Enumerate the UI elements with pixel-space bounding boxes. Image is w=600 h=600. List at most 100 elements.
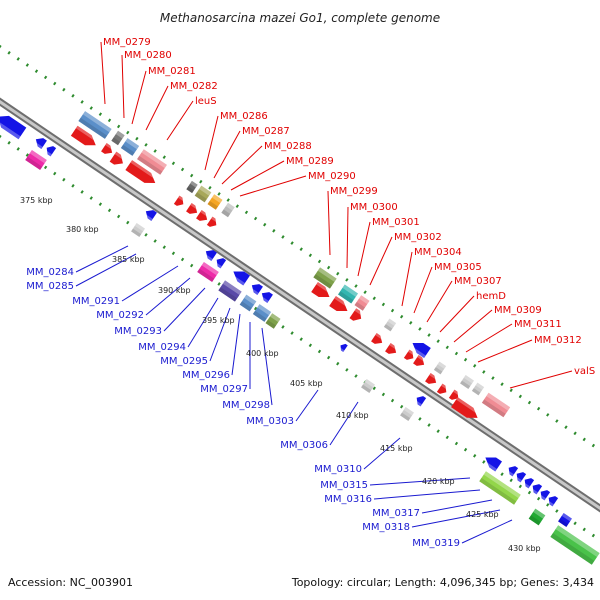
gene-box bbox=[25, 149, 47, 171]
gene-box bbox=[479, 471, 521, 505]
kbp-label: 415 kbp bbox=[380, 444, 413, 453]
gene-box bbox=[528, 508, 546, 526]
gene-arrow bbox=[371, 333, 383, 344]
gene-box bbox=[354, 295, 370, 311]
kbp-label: 405 kbp bbox=[290, 379, 323, 388]
gene-label: MM_0312 bbox=[534, 335, 582, 346]
leader-line bbox=[421, 499, 493, 514]
gene-box bbox=[383, 318, 397, 332]
gene-label: MM_0311 bbox=[514, 319, 562, 330]
gene-arrow bbox=[548, 496, 559, 507]
gene-arrow bbox=[145, 210, 157, 221]
gene-label: MM_0285 bbox=[26, 281, 74, 292]
gene-label: MM_0293 bbox=[114, 326, 162, 337]
gene-arrow bbox=[448, 389, 459, 400]
gene-label: MM_0294 bbox=[138, 342, 186, 353]
gene-label: MM_0282 bbox=[170, 81, 218, 92]
kbp-label: 375 kbp bbox=[20, 196, 53, 205]
leader-line bbox=[357, 221, 371, 277]
leader-line bbox=[100, 41, 106, 105]
gene-arrow bbox=[0, 115, 27, 140]
genome-backbone bbox=[0, 97, 600, 513]
leader-line bbox=[369, 236, 393, 286]
gene-label: MM_0309 bbox=[494, 305, 542, 316]
leader-line bbox=[145, 85, 169, 131]
kbp-label: 400 kbp bbox=[246, 349, 279, 358]
lower-ruler-line bbox=[0, 134, 600, 542]
leader-line bbox=[477, 339, 533, 363]
gene-box bbox=[400, 407, 414, 421]
gene-box bbox=[460, 375, 474, 389]
leader-line bbox=[329, 401, 359, 446]
leader-line bbox=[187, 297, 219, 348]
gene-arrow bbox=[425, 373, 437, 384]
gene-arrow bbox=[508, 466, 519, 477]
gene-arrow bbox=[340, 343, 348, 352]
gene-label: MM_0310 bbox=[314, 464, 362, 475]
leader-line bbox=[439, 295, 475, 333]
gene-label: MM_0289 bbox=[286, 156, 334, 167]
gene-arrow bbox=[186, 203, 198, 214]
leader-line bbox=[461, 519, 513, 544]
leader-line bbox=[261, 327, 273, 406]
gene-arrow bbox=[216, 258, 227, 269]
leader-line bbox=[204, 115, 219, 171]
leader-line bbox=[327, 190, 331, 256]
leader-line bbox=[411, 509, 501, 528]
gene-label: MM_0281 bbox=[148, 66, 196, 77]
gene-arrow bbox=[451, 397, 478, 418]
gene-box bbox=[120, 138, 140, 156]
leader-line bbox=[373, 489, 481, 500]
gene-arrow bbox=[261, 292, 273, 303]
gene-label: MM_0288 bbox=[264, 141, 312, 152]
leader-line bbox=[363, 437, 401, 470]
gene-arrow bbox=[46, 146, 57, 157]
gene-arrow bbox=[349, 308, 362, 321]
gene-arrow bbox=[516, 472, 527, 483]
gene-arrow bbox=[233, 271, 250, 286]
gene-label: MM_0291 bbox=[72, 296, 120, 307]
gene-label: MM_0305 bbox=[434, 262, 482, 273]
leader-line bbox=[131, 70, 147, 125]
gene-arrow bbox=[403, 349, 414, 360]
leader-line bbox=[426, 280, 453, 323]
gene-label: MM_0279 bbox=[103, 37, 151, 48]
leader-line bbox=[121, 265, 179, 302]
gene-box bbox=[252, 304, 272, 322]
gene-label: MM_0297 bbox=[200, 384, 248, 395]
kbp-label: 410 kbp bbox=[336, 411, 369, 420]
gene-box bbox=[194, 185, 212, 203]
gene-box bbox=[313, 267, 337, 289]
gene-arrow bbox=[35, 138, 47, 149]
gene-label: MM_0287 bbox=[242, 126, 290, 137]
gene-box bbox=[471, 382, 485, 396]
gene-label: MM_0306 bbox=[280, 440, 328, 451]
gene-box bbox=[558, 513, 572, 527]
gene-arrow bbox=[251, 284, 263, 295]
gene-box bbox=[221, 202, 235, 218]
accession-text: Accession: NC_003901 bbox=[8, 576, 133, 589]
label-leaders bbox=[75, 41, 573, 544]
gene-label: hemD bbox=[476, 291, 506, 302]
kbp-label: 395 kbp bbox=[202, 316, 235, 325]
gene-arrow bbox=[385, 343, 397, 354]
kbp-label: 430 kbp bbox=[508, 544, 541, 553]
leader-line bbox=[453, 309, 493, 343]
gene-label: MM_0300 bbox=[350, 202, 398, 213]
leader-line bbox=[121, 54, 125, 119]
gene-label: MM_0301 bbox=[372, 217, 420, 228]
gene-label: MM_0298 bbox=[222, 400, 270, 411]
gene-label: MM_0299 bbox=[330, 186, 378, 197]
leader-line bbox=[239, 175, 307, 197]
gene-labels: MM_0279MM_0280MM_0281MM_0282leuSMM_0286M… bbox=[26, 37, 595, 549]
gene-box bbox=[207, 194, 223, 210]
leader-line bbox=[75, 253, 137, 287]
gene-arrow bbox=[311, 281, 330, 298]
gene-box bbox=[111, 130, 125, 146]
gene-box bbox=[239, 294, 257, 312]
gene-arrow bbox=[416, 396, 427, 407]
gene-arrow bbox=[206, 216, 217, 227]
gene-label: MM_0296 bbox=[182, 370, 230, 381]
